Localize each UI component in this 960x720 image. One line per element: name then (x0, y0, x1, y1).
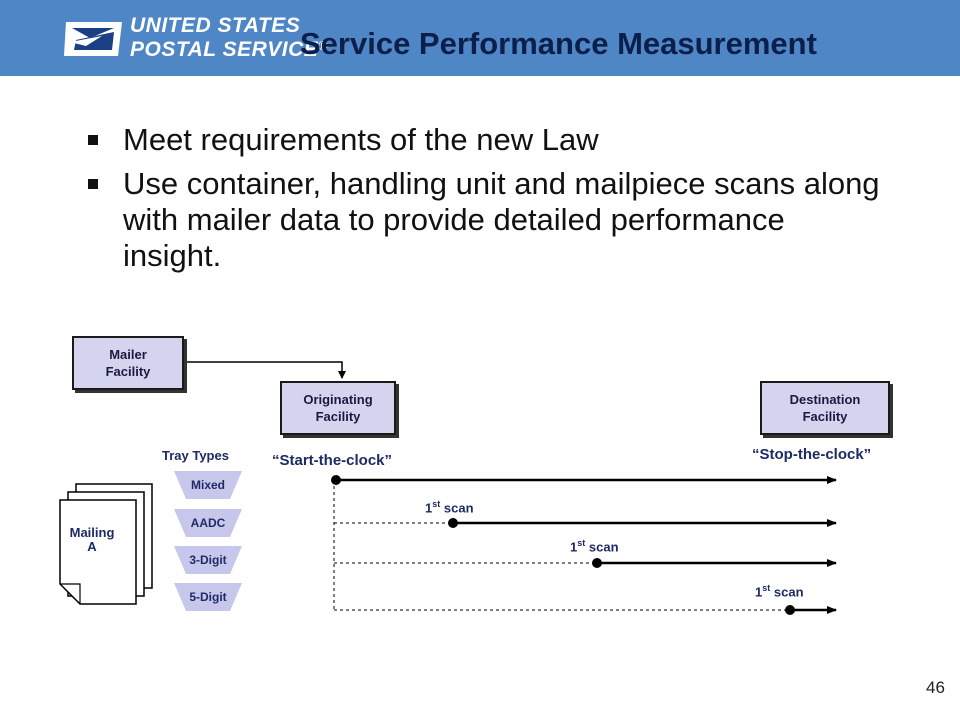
tray-5-digit: 5-Digit (172, 582, 244, 612)
logo-text-line2-main: POSTAL SERVICE (130, 38, 319, 61)
scan-word: scan (773, 584, 804, 600)
mailing-label: Mailing A (69, 525, 115, 554)
stop-clock-label: “Stop-the-clock” (752, 446, 872, 463)
scan-suffix: st (762, 583, 771, 593)
tray-shape (174, 546, 242, 574)
tray-label: AADC (190, 516, 226, 530)
bullet-list: Meet requirements of the new Law Use con… (88, 122, 888, 282)
scan-suffix: st (577, 538, 586, 548)
tray-aadc: AADC (172, 508, 244, 538)
scan-word: scan (443, 500, 474, 516)
first-scan-label: 1st scan (425, 499, 474, 515)
page-number: 46 (926, 678, 945, 697)
scan-number: 1 (570, 539, 578, 555)
originating-facility-label: Originating Facility (303, 392, 373, 424)
mailer-facility-label: Mailer Facility (105, 347, 151, 379)
mailer-facility-box: Mailer Facility (72, 336, 184, 390)
tray-types-label: Tray Types (162, 448, 229, 463)
square-bullet-icon (88, 135, 98, 145)
bullet-item: Use container, handling unit and mailpie… (88, 166, 888, 274)
tray-label: Mixed (190, 478, 225, 492)
first-scan-label: 1st scan (755, 583, 804, 599)
logo-text-line2: POSTAL SERVICE® (130, 38, 328, 62)
tray-shape (174, 471, 242, 499)
square-bullet-icon (88, 179, 98, 189)
slide-title: Service Performance Measurement (300, 26, 817, 61)
bullet-text: Use container, handling unit and mailpie… (123, 166, 880, 273)
originating-facility-box: Originating Facility (280, 381, 396, 435)
header-bar: UNITED STATES POSTAL SERVICE® Service Pe… (0, 0, 960, 76)
timeline-start-dot (331, 475, 341, 485)
tray-label: 5-Digit (189, 590, 227, 604)
bullet-text: Meet requirements of the new Law (123, 122, 599, 157)
logo-text-line1: UNITED STATES (130, 14, 301, 37)
start-clock-label: “Start-the-clock” (272, 452, 393, 469)
scan-number: 1 (425, 500, 433, 516)
destination-facility-box: Destination Facility (760, 381, 890, 435)
eagle-icon (64, 22, 122, 56)
tray-mixed: Mixed (172, 470, 244, 500)
tray-3-digit: 3-Digit (172, 545, 244, 575)
first-scan-label: 1st scan (570, 538, 619, 554)
tray-shape (174, 509, 242, 537)
destination-facility-label: Destination Facility (789, 392, 861, 424)
usps-logo: UNITED STATES POSTAL SERVICE® (62, 8, 328, 70)
mailer-to-origin-connector (184, 361, 346, 379)
scan-number: 1 (755, 584, 763, 600)
tray-shape (174, 583, 242, 611)
bullet-item: Meet requirements of the new Law (88, 122, 888, 158)
timeline-start-dot (785, 605, 795, 615)
tray-label: 3-Digit (189, 553, 227, 567)
timeline-start-dot (592, 558, 602, 568)
scan-word: scan (588, 539, 619, 555)
scan-suffix: st (432, 499, 441, 509)
registered-mark: ® (318, 38, 329, 53)
mailing-document-stack: Mailing A (58, 482, 154, 608)
document-stack-icon (59, 483, 153, 605)
timeline-start-dot (448, 518, 458, 528)
